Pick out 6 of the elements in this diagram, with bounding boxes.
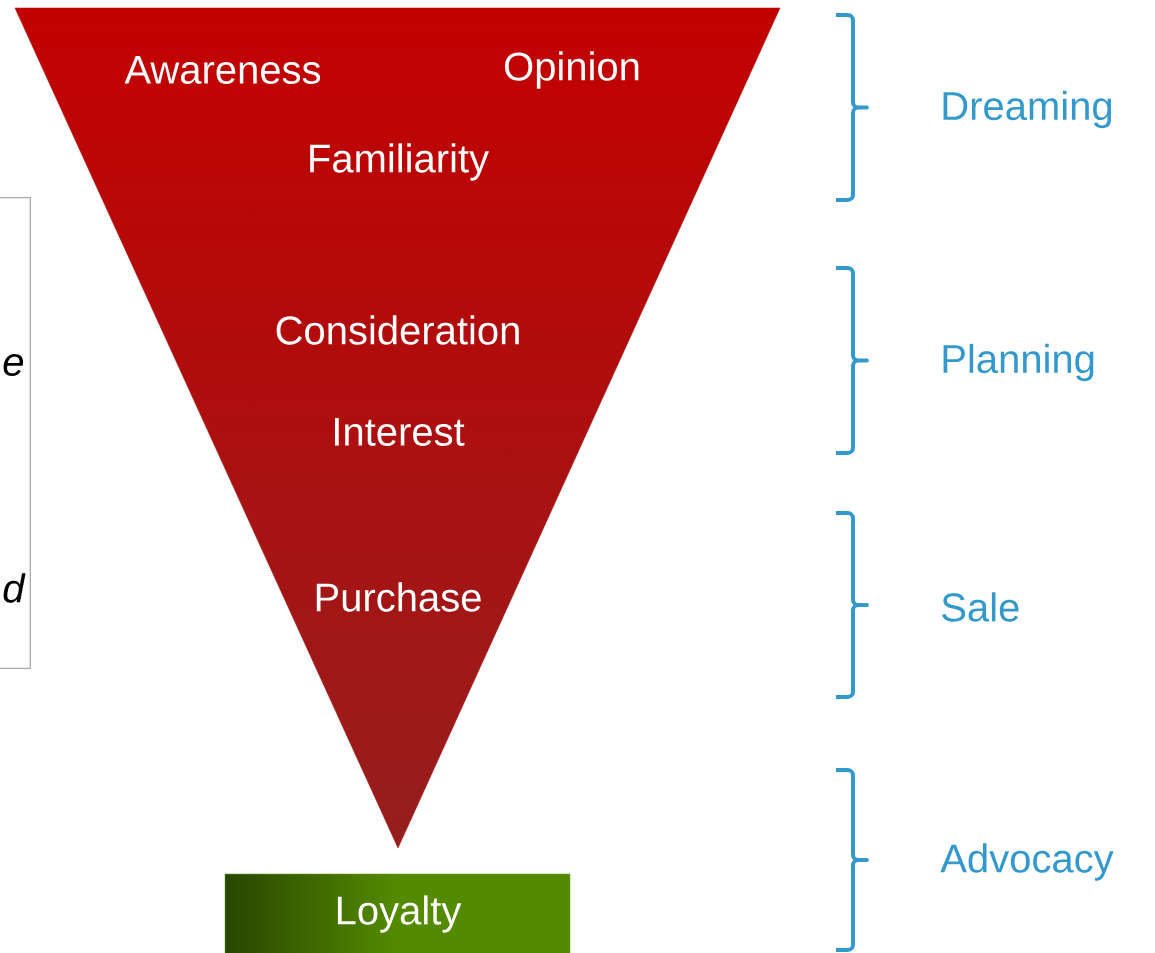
loyalty-box: Loyalty (224, 873, 571, 953)
phase-label: Dreaming (943, 90, 1112, 129)
phase-label: Planning (943, 343, 1094, 382)
phase-label: Advocacy (940, 843, 1114, 881)
phase-label: Sale (942, 592, 1019, 622)
text-box: e d (0, 197, 31, 669)
